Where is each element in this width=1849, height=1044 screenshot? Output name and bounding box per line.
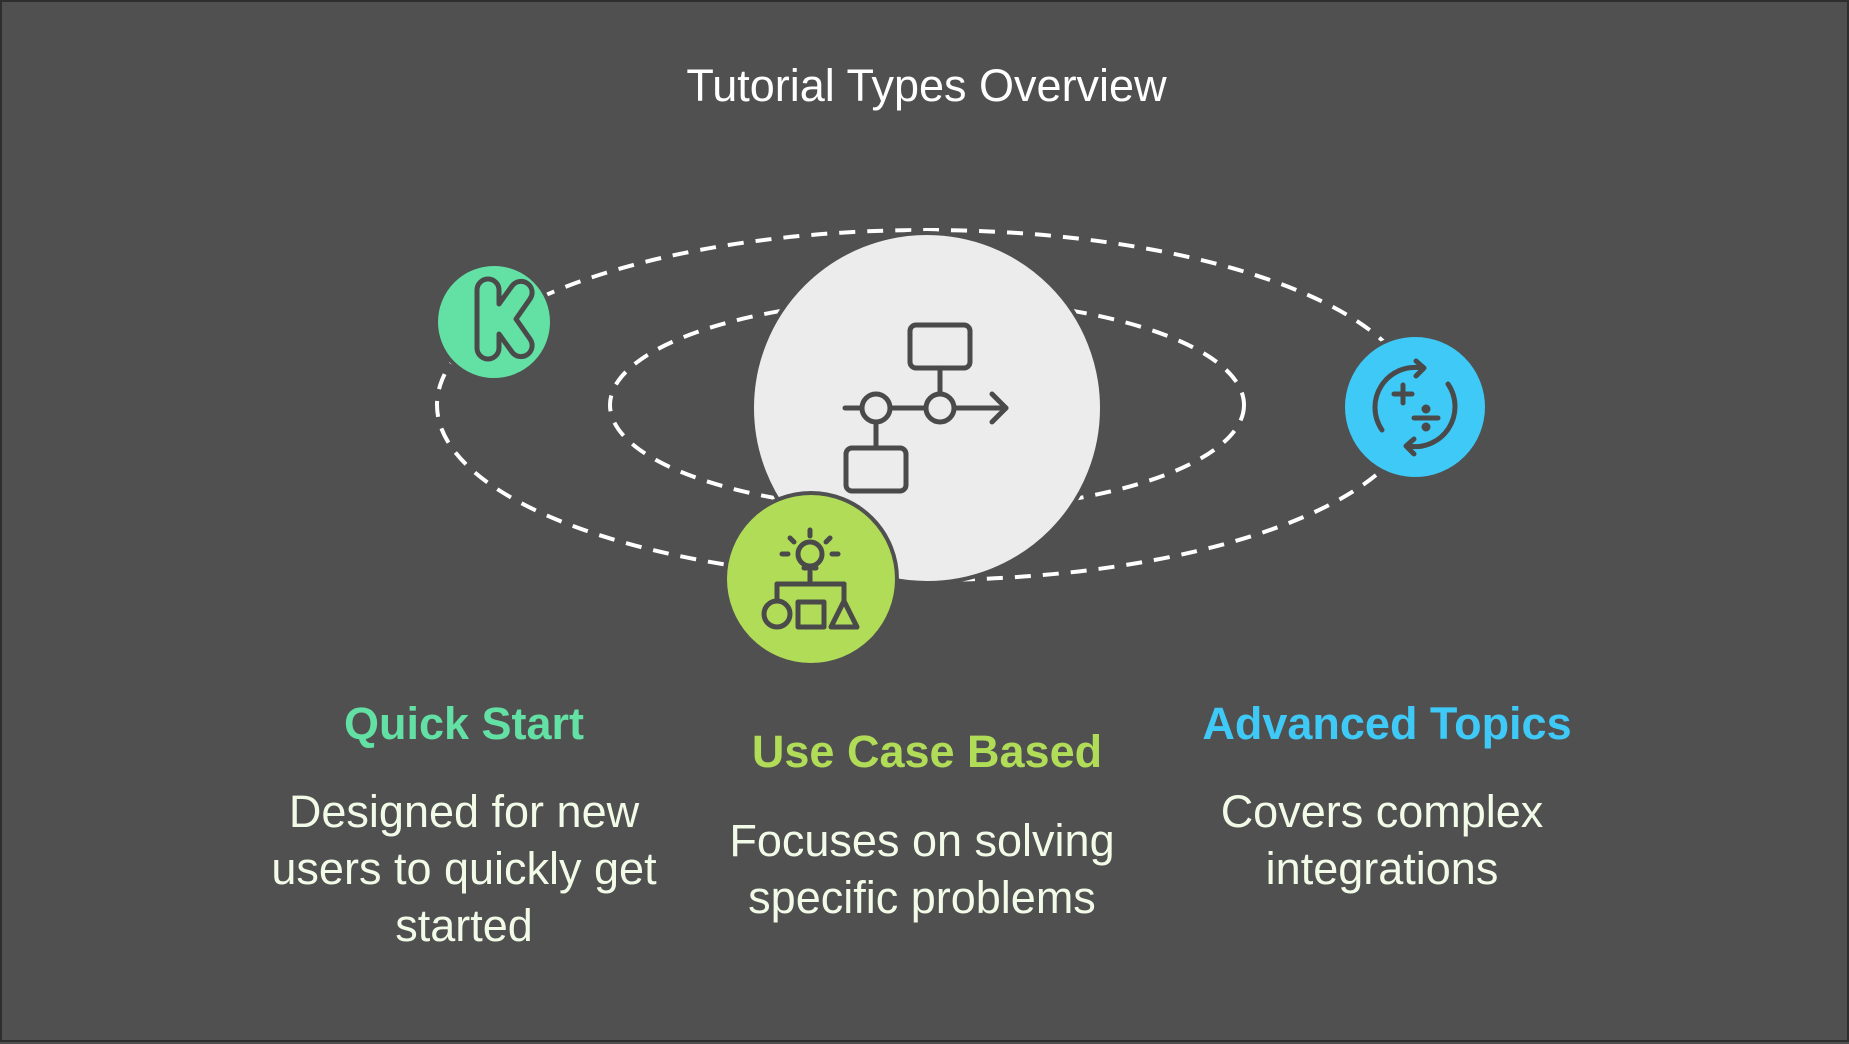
quick-start-node: [434, 262, 554, 382]
quick-start-node-circle: [434, 262, 554, 382]
advanced-topics-heading: Advanced Topics: [1202, 698, 1572, 749]
math-operations-cycle-icon: [1372, 358, 1458, 457]
diagram-title: Tutorial Types Overview: [686, 60, 1167, 111]
advanced-topics-node: [1341, 333, 1489, 481]
quick-start-heading: Quick Start: [343, 698, 585, 749]
quick-start-description: Designed for new users to quickly get st…: [271, 786, 657, 951]
use-case-based-heading: Use Case Based: [751, 726, 1103, 777]
kickstarter-k-icon: [474, 276, 535, 362]
lightbulb-shapes-icon: [761, 527, 860, 630]
inner-orbit: [608, 297, 1246, 513]
use-case-based-node: [723, 491, 899, 667]
advanced-topics-description: Covers complex integrations: [1220, 786, 1544, 894]
advanced-topics-node-circle: [1341, 333, 1489, 481]
use-case-based-description: Focuses on solving specific problems: [729, 815, 1115, 923]
workflow-diagram-icon: [842, 322, 1009, 494]
